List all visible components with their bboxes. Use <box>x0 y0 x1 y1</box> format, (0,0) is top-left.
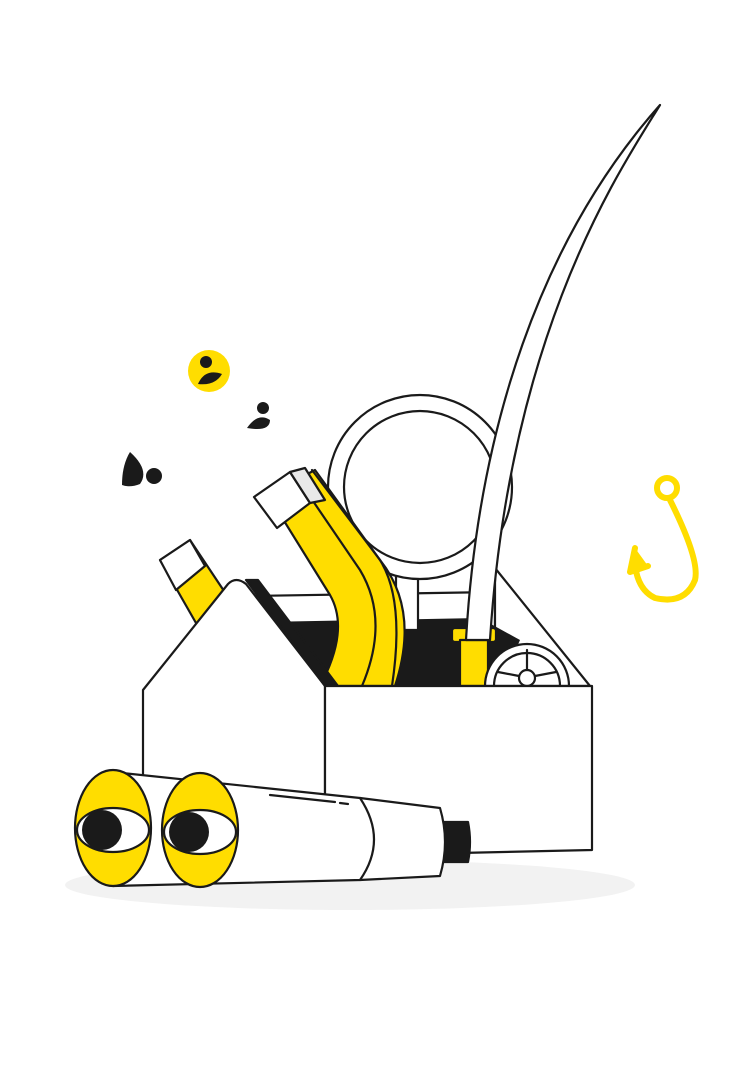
avatar-yellow-icon <box>188 350 230 392</box>
fishing-rod-icon <box>464 103 662 642</box>
fish-hook-icon <box>627 475 699 603</box>
magnifying-glass-icon <box>326 393 514 632</box>
binoculars-icon <box>73 768 472 889</box>
wheel-icon <box>483 642 571 688</box>
avatar-dark-icon <box>122 452 162 487</box>
eye-left-icon <box>75 806 151 854</box>
avatar-small-icon <box>247 402 270 429</box>
eye-right-icon <box>162 808 238 856</box>
